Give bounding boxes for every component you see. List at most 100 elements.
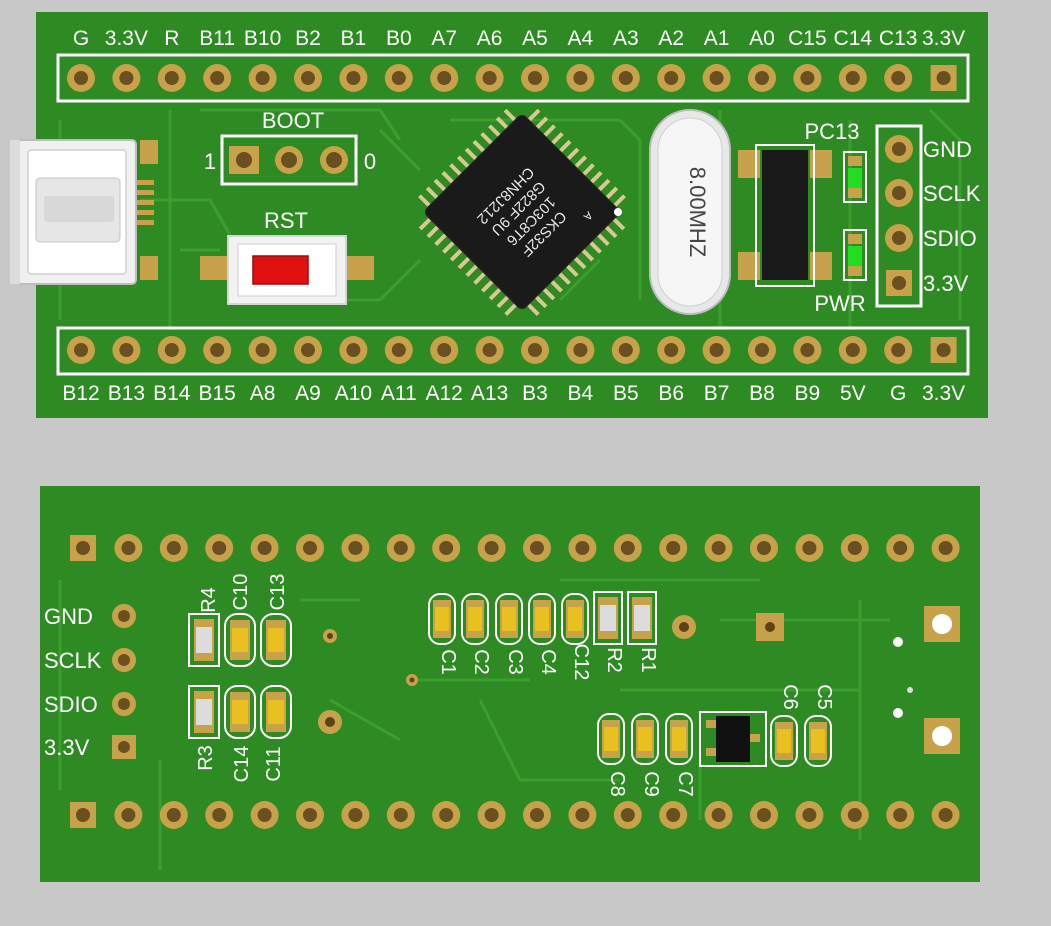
top-header-label: B11 <box>199 27 235 50</box>
top-header-pins <box>67 64 957 92</box>
top-header-label: A4 <box>568 27 594 50</box>
bottom-board-lower-pin <box>477 801 506 829</box>
bottom-board-lower-pin <box>568 801 597 829</box>
top-header-label: B1 <box>341 27 367 50</box>
bottom-board-upper-pin <box>296 534 324 562</box>
top-header-pin <box>838 64 867 92</box>
capacitor-c3 <box>495 593 523 645</box>
swd-header-pins <box>885 135 913 296</box>
sot23-component <box>699 711 767 767</box>
top-header-pin <box>930 65 957 91</box>
top-header-pin <box>112 64 141 92</box>
top-header-pin <box>611 64 640 92</box>
bottom-board-lower-pin <box>205 801 234 829</box>
bottom-header-pins <box>67 336 957 364</box>
bottom-header-pin <box>339 336 368 364</box>
c14-label: C14 <box>231 746 253 783</box>
bottom-board-lower-pin <box>70 802 96 828</box>
capacitor-label: C2 <box>470 649 492 675</box>
bottom-header-pin <box>884 336 913 364</box>
reset-button[interactable] <box>200 235 374 305</box>
bottom-header-label: A9 <box>295 382 321 405</box>
top-header-pin <box>521 64 549 92</box>
top-header-label: C15 <box>788 27 827 50</box>
boot-label: BOOT <box>262 108 324 133</box>
bottom-board-upper-pin <box>613 534 642 562</box>
top-header-label: 3.3V <box>922 27 965 50</box>
rst-label: RST <box>264 208 308 233</box>
capacitor-label: C7 <box>674 771 696 797</box>
bottom-header-pin <box>248 336 277 364</box>
top-header-label: G <box>73 27 89 50</box>
capacitor-c8 <box>597 713 625 765</box>
bottom-board-lower-pin <box>114 801 143 829</box>
bottom-header-label: B12 <box>62 382 99 405</box>
bottom-board-lower-pin <box>704 801 733 829</box>
bottom-header-pin <box>702 336 731 364</box>
bottom-board-upper-pin <box>205 534 234 562</box>
bottom-board-upper-pin <box>114 534 143 562</box>
bottom-header-label: B7 <box>704 382 730 405</box>
resistor-r4 <box>188 613 220 667</box>
resistor-r2 <box>593 591 623 645</box>
swd-label: 3.3V <box>923 271 969 296</box>
boot-right-label: 0 <box>364 149 376 174</box>
top-header-pin <box>294 64 322 92</box>
bottom-board-lower-pin <box>432 801 461 829</box>
bottom-header-pin <box>521 336 549 364</box>
pwr-led <box>843 229 867 281</box>
c11-label: C11 <box>263 746 285 781</box>
capacitor-c12 <box>561 593 589 645</box>
bottom-header-label: B8 <box>749 382 775 405</box>
bottom-header-label: A12 <box>426 382 463 405</box>
top-header-pin <box>702 64 731 92</box>
resistor-r1 <box>627 591 657 645</box>
capacitor-label: C4 <box>537 649 559 675</box>
boot-jumper[interactable] <box>220 134 358 186</box>
bottom-header-label: B14 <box>153 382 191 405</box>
top-header-pin <box>384 64 413 92</box>
bottom-header-pin <box>157 336 186 364</box>
bottom-board-lower-pin <box>523 801 551 829</box>
top-header-label: A7 <box>431 27 457 50</box>
bottom-board-lower-pin <box>341 801 370 829</box>
bottom-board-upper-pin <box>70 535 96 561</box>
top-header-label: A6 <box>477 27 503 50</box>
micro-usb-connector[interactable] <box>10 139 158 285</box>
swd-label: GND <box>923 137 972 162</box>
capacitor-c9 <box>631 713 659 765</box>
bottom-board-upper-pin <box>523 534 551 562</box>
bottom-header-pin <box>748 336 776 364</box>
bottom-board-lower-pin <box>840 801 869 829</box>
bottom-header-pin <box>112 336 141 364</box>
pc13-label: PC13 <box>804 119 859 144</box>
top-header-label: B2 <box>295 27 321 50</box>
c13-label: C13 <box>267 574 289 611</box>
voltage-regulator <box>738 144 832 287</box>
top-header-label: A5 <box>522 27 548 50</box>
swd-header-outline <box>875 124 923 308</box>
top-header-outline <box>56 53 970 103</box>
swd-label: SDIO <box>923 226 977 251</box>
bottom-header-label: A11 <box>381 382 417 405</box>
swd-pin <box>886 270 912 296</box>
capacitor-c2 <box>461 593 489 645</box>
bottom-board-lower-pin <box>659 801 688 829</box>
top-header-pin <box>203 64 232 92</box>
bottom-board-upper-pin <box>432 534 461 562</box>
bottom-header-label: A10 <box>335 382 372 405</box>
pwr-label: PWR <box>814 291 865 316</box>
top-header-label: A1 <box>704 27 730 50</box>
bottom-header-pin <box>67 336 95 364</box>
top-header-pin <box>67 64 95 92</box>
c10-label: C10 <box>230 574 252 611</box>
bottom-swd-label: 3.3V <box>44 735 90 760</box>
bottom-board-lower-pin <box>613 801 642 829</box>
bottom-header-pin <box>611 336 640 364</box>
capacitor-c7 <box>665 713 693 765</box>
bottom-board-upper-pin <box>750 534 778 562</box>
bottom-swd-pins <box>112 604 136 759</box>
